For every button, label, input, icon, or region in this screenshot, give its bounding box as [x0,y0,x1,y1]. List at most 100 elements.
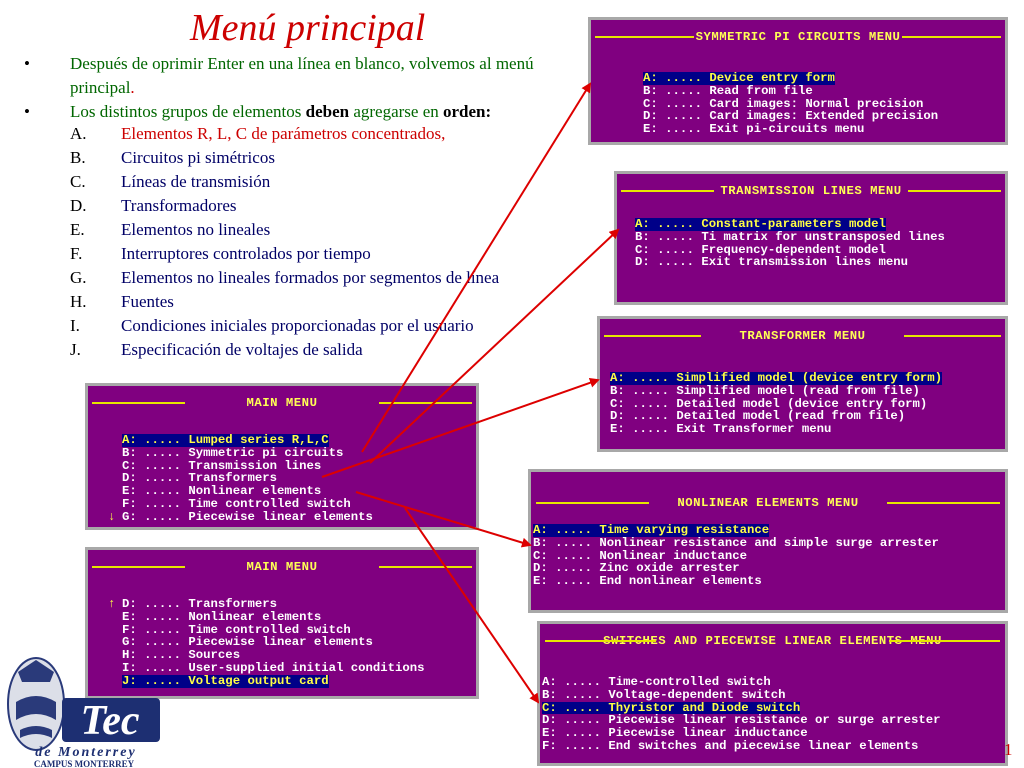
menu-item-piecewise-resistance[interactable]: D: ..... Piecewise linear resistance or … [542,713,941,728]
menu-header-label: SWITCHES AND PIECEWISE LINEAR ELEMENTS M… [603,633,942,648]
logo-name: Tec [80,698,139,744]
logo-campus: CAMPUS MONTERREY [34,759,135,768]
menu-item-time-controlled-switch[interactable]: A: ..... Time-controlled switch [542,675,771,689]
bullet-1-text: Después de oprimir Enter en una línea en… [70,54,534,97]
menu-item-initial-conditions[interactable]: I: ..... User-supplied initial condition… [122,660,425,675]
list-item: A.Elementos R, L, C de parámetros concen… [70,122,590,146]
menu-header-label: MAIN MENU [246,395,318,410]
menu-item-normal-precision[interactable]: C: ..... Card images: Normal precision [643,96,924,111]
scroll-down-icon[interactable]: ↓ [108,509,116,524]
menu-item-transformers[interactable]: ↑ D: ..... Transformers [108,598,425,611]
menu-header-label: TRANSFORMER MENU [739,328,866,343]
menu-item-zinc-oxide[interactable]: D: ..... Zinc oxide arrester [533,561,740,576]
menu-item-detailed-entry[interactable]: C: ..... Detailed model (device entry fo… [610,396,928,411]
scroll-up-icon[interactable]: ↑ [108,597,116,611]
item-letter: E. [70,220,85,239]
menu-item-frequency-dependent[interactable]: C: ..... Frequency-dependent model [635,242,886,257]
item-text: Elementos no lineales formados por segme… [121,268,500,287]
menu-item-constant-parameters[interactable]: A: ..... Constant-parameters model [635,217,886,231]
menu-item-pi-circuits[interactable]: B: ..... Symmetric pi circuits [122,445,344,460]
list-item: J. Especificación de voltajes de salida [70,338,590,362]
bullet-2-pre: Los distintos grupos de elementos [70,102,306,121]
bullet-dot [22,52,70,100]
menu-item-sources[interactable]: H: ..... Sources [122,648,241,663]
menu-item-time-switch[interactable]: F: ..... Time controlled switch [122,622,351,637]
intro-bullets: Después de oprimir Enter en una línea en… [22,52,582,124]
menu-item-piecewise[interactable]: ↓ G: ..... Piecewise linear elements [108,509,373,524]
menu-header: MAIN MENU [88,394,476,412]
menu-item-nonlinear-inductance[interactable]: C: ..... Nonlinear inductance [533,548,748,563]
menu-item-thyristor-diode[interactable]: C: ..... Thyristor and Diode switch [542,700,801,715]
item-letter: I. [70,316,80,335]
bullet-2: Los distintos grupos de elementos deben … [22,100,582,124]
menu-item-ti-matrix[interactable]: B: ..... Ti matrix for unstransposed lin… [635,229,945,244]
item-text: Transformadores [121,196,237,215]
list-item: H. Fuentes [70,290,590,314]
bullet-1: Después de oprimir Enter en una línea en… [22,52,582,100]
bullet-2-post: : [485,102,492,121]
menu-item-transformers[interactable]: D: ..... Transformers [122,471,277,486]
item-letter: J. [70,340,81,359]
menu-item-detailed-file[interactable]: D: ..... Detailed model (read from file) [610,409,906,424]
item-text: Elementos no lineales [121,220,271,239]
bullet-2-bold-2: orden [443,102,486,121]
switches-menu: SWITCHES AND PIECEWISE LINEAR ELEMENTS M… [537,621,1008,766]
tec-de-monterrey-logo: Tec de Monterrey CAMPUS MONTERREY [7,657,160,768]
menu-item-exit[interactable]: E: ..... Exit pi-circuits menu [643,122,865,137]
menu-item-voltage-output[interactable]: J: ..... Voltage output card [122,673,329,688]
logo-subtitle: de Monterrey [35,745,136,760]
menu-item-nonlinear[interactable]: E: ..... Nonlinear elements [122,484,322,499]
item-text: Condiciones iniciales proporcionadas por… [121,316,474,335]
menu-item-simplified-file[interactable]: B: ..... Simplified model (read from fil… [610,383,920,398]
list-item: D. Transformadores [70,194,590,218]
menu-item-nonlinear[interactable]: E: ..... Nonlinear elements [122,609,322,624]
page-title: Menú principal [190,7,426,49]
menu-item-device-entry[interactable]: A: ..... Device entry form [643,71,835,85]
menu-item-label: D: ..... Transformers [122,597,277,611]
item-letter: F. [70,244,83,263]
menu-item-simplified-entry[interactable]: A: ..... Simplified model (device entry … [610,371,943,385]
menu-item-transmission-lines[interactable]: C: ..... Transmission lines [122,458,322,473]
item-text: Especificación de voltajes de salida [121,340,363,359]
item-text: Fuentes [121,292,174,311]
menu-header: SYMMETRIC PI CIRCUITS MENU [591,28,1005,46]
menu-item-time-varying-resistance[interactable]: A: ..... Time varying resistance [533,523,770,537]
list-item: F. Interruptores controlados por tiempo [70,242,590,266]
list-item: C.Líneas de transmisión [70,170,590,194]
item-text: Elementos R, L, C de parámetros concentr… [121,124,446,143]
item-text: Circuitos pi simétricos [121,148,275,167]
menu-header: TRANSMISSION LINES MENU [617,182,1005,200]
menu-item-exit[interactable]: D: ..... Exit transmission lines menu [635,255,909,270]
menu-item-end[interactable]: F: ..... End switches and piecewise line… [542,738,919,753]
menu-item-extended-precision[interactable]: D: ..... Card images: Extended precision [643,109,939,124]
list-item: E. Elementos no lineales [70,218,590,242]
page-number: 1 [1004,740,1013,759]
item-letter: D. [70,196,87,215]
transmission-lines-menu: TRANSMISSION LINES MENU A: ..... Constan… [614,171,1008,305]
bullet-2-bold-1: deben [305,102,350,121]
menu-item-piecewise-inductance[interactable]: E: ..... Piecewise linear inductance [542,726,808,741]
item-letter: B. [70,148,86,167]
item-letter: C. [70,172,86,191]
nonlinear-elements-menu: NONLINEAR ELEMENTS MENU A: ..... Time va… [528,469,1008,613]
item-text: Interruptores controlados por tiempo [121,244,371,263]
menu-header-label: TRANSMISSION LINES MENU [720,183,902,198]
menu-item-time-switch[interactable]: F: ..... Time controlled switch [122,496,351,511]
menu-item-label: G: ..... Piecewise linear elements [122,509,373,524]
item-letter: G. [70,268,87,287]
menu-header: SWITCHES AND PIECEWISE LINEAR ELEMENTS M… [540,632,1005,650]
menu-item-end[interactable]: E: ..... End nonlinear elements [533,574,762,589]
menu-item-read-file[interactable]: B: ..... Read from file [643,83,813,98]
menu-item-nonlinear-resistance[interactable]: B: ..... Nonlinear resistance and simple… [533,535,939,550]
list-item: B. Circuitos pi simétricos [70,146,590,170]
bullet-dot [22,100,70,124]
menu-header-label: MAIN MENU [246,559,318,574]
menu-item-voltage-dependent-switch[interactable]: B: ..... Voltage-dependent switch [542,687,786,702]
menu-header-label: NONLINEAR ELEMENTS MENU [677,495,859,510]
menu-item-lumped-rlc[interactable]: A: ..... Lumped series R,L,C [122,433,329,447]
menu-header: MAIN MENU [88,558,476,576]
item-letter: H. [70,292,87,311]
menu-item-exit[interactable]: E: ..... Exit Transformer menu [610,422,832,437]
menu-header: TRANSFORMER MENU [600,327,1005,345]
menu-item-piecewise[interactable]: G: ..... Piecewise linear elements [122,635,373,650]
